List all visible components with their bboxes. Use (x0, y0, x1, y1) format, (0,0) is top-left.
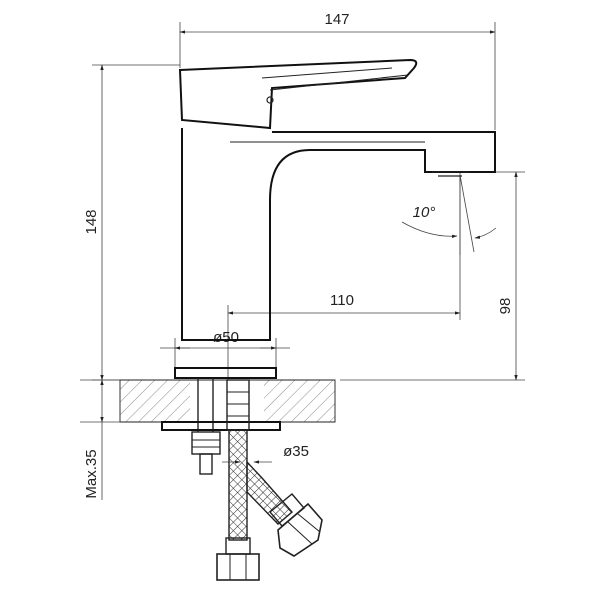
dim-base-diameter: ø50 (160, 329, 290, 368)
dim-spout-height-label: 98 (497, 298, 514, 315)
mounting-stud (161, 378, 281, 475)
dim-max-deck-label: Max.35 (83, 449, 100, 498)
dim-flow-angle-label: 10° (413, 204, 436, 221)
dim-total-length-label: 147 (324, 11, 349, 28)
dim-total-height-label: 148 (83, 209, 100, 234)
supply-hoses (216, 379, 323, 581)
faucet-body (181, 128, 496, 341)
dim-spout-reach-label: 110 (330, 292, 354, 309)
dim-base-diameter-label: ø50 (213, 329, 239, 346)
dim-max-deck: Max.35 (83, 379, 104, 500)
dim-hole-diameter-label: ø35 (283, 443, 309, 460)
countertop-section (80, 379, 336, 423)
dim-total-height: 148 (83, 64, 180, 381)
dim-flow-angle: 10° (401, 174, 497, 255)
dim-total-length: 147 (179, 11, 496, 130)
faucet-base (174, 367, 277, 379)
faucet-handle (178, 58, 418, 130)
